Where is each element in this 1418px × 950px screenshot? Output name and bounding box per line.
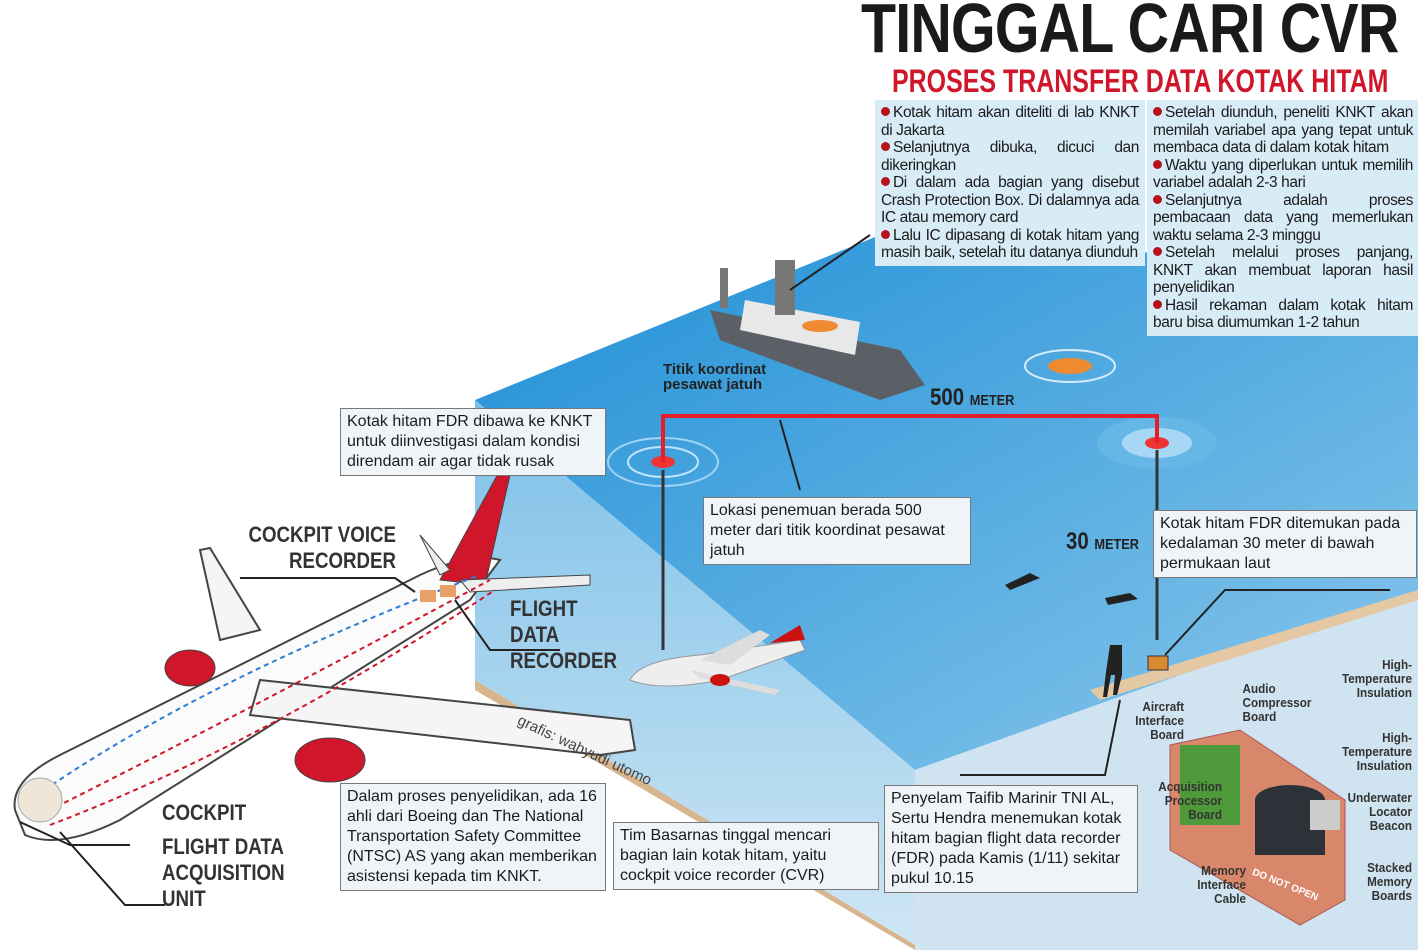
component-acquisition-processor: Acquisition Processor Board (1158, 779, 1222, 822)
bullet-icon (1153, 247, 1162, 256)
distance-line (661, 414, 1159, 462)
callout-experts: Dalam proses penyelidikan, ada 16 ahli d… (340, 783, 606, 891)
component-aircraft-interface: Aircraft Interface Board (1135, 699, 1184, 742)
component-locator-beacon: Underwater Locator Beacon (1347, 790, 1412, 833)
bullet-icon (881, 107, 890, 116)
process-step: Setelah melalui proses panjang, KNKT aka… (1153, 244, 1413, 296)
callout-diver: Penyelam Taifib Marinir TNI AL, Sertu He… (884, 785, 1138, 893)
process-step: Setelah diunduh, peneliti KNKT akan memi… (1153, 104, 1413, 156)
callout-depth: Kotak hitam FDR ditemukan pada kedalaman… (1153, 510, 1417, 578)
callout-fdr-knkt: Kotak hitam FDR dibawa ke KNKT untuk dii… (340, 408, 606, 476)
airplane (13, 469, 637, 841)
ship (710, 260, 925, 400)
label-cockpit: COCKPIT (162, 800, 247, 825)
leader-lines (19, 234, 1390, 906)
bullet-icon (881, 142, 890, 151)
life-raft (1024, 349, 1116, 383)
component-memory-cable: Memory Interface Cable (1197, 863, 1246, 906)
bullet-icon (881, 177, 890, 186)
callout-location: Lokasi penemuan berada 500 meter dari ti… (703, 497, 971, 565)
bullet-icon (1153, 159, 1162, 169)
process-step: Kotak hitam akan diteliti di lab KNKT di… (881, 104, 1139, 139)
page-title: TINGGAL CARI CVR (860, 0, 1398, 67)
process-step: Waktu yang diperlukan untuk memilih vari… (1153, 156, 1413, 191)
process-step: Di dalam ada bagian yang disebut Crash P… (881, 174, 1139, 226)
process-step: Hasil rekaman dalam kotak hitam baru bis… (1153, 296, 1413, 331)
process-step: Selanjutnya adalah proses pembacaan data… (1153, 191, 1413, 244)
bullet-icon (881, 229, 890, 239)
black-box-found (1147, 655, 1169, 671)
bullet-icon (1153, 194, 1162, 204)
component-stacked-memory: Stacked Memory Boards (1367, 860, 1412, 903)
label-cvr: COCKPIT VOICE RECORDER (248, 522, 396, 573)
process-list-left: Kotak hitam akan diteliti di lab KNKT di… (875, 100, 1145, 266)
process-step: Lalu IC dipasang di kotak hitam yang mas… (881, 226, 1139, 261)
seabed-edge-right (1090, 590, 1418, 700)
component-high-temp-insulation: High-Temperature Insulation (1341, 657, 1412, 700)
process-step: Selanjutnya dibuka, dicuci dan dikeringk… (881, 139, 1139, 174)
bullet-icon (1153, 107, 1162, 116)
process-list-right: Setelah diunduh, peneliti KNKT akan memi… (1147, 100, 1418, 336)
label-coordinate: Titik koordinat pesawat jatuh (663, 361, 767, 393)
bullet-icon (1153, 299, 1162, 309)
page-subtitle: PROSES TRANSFER DATA KOTAK HITAM (891, 63, 1388, 99)
divers (1005, 573, 1138, 697)
fdr-cutaway (1169, 729, 1346, 926)
label-fdr: FLIGHT DATA RECORDER (510, 596, 618, 673)
sunken-plane (629, 625, 806, 695)
distance-500: 500 METER (930, 384, 1015, 411)
depth-30: 30 METER (1066, 528, 1139, 555)
callout-basarnas: Tim Basarnas tinggal mencari bagian lain… (613, 822, 879, 890)
component-audio-compressor: Audio Compressor Board (1242, 681, 1312, 724)
label-fdau: FLIGHT DATA ACQUISITION UNIT (162, 834, 285, 911)
component-high-temp-insulation: High-Temperature Insulation (1341, 730, 1412, 773)
